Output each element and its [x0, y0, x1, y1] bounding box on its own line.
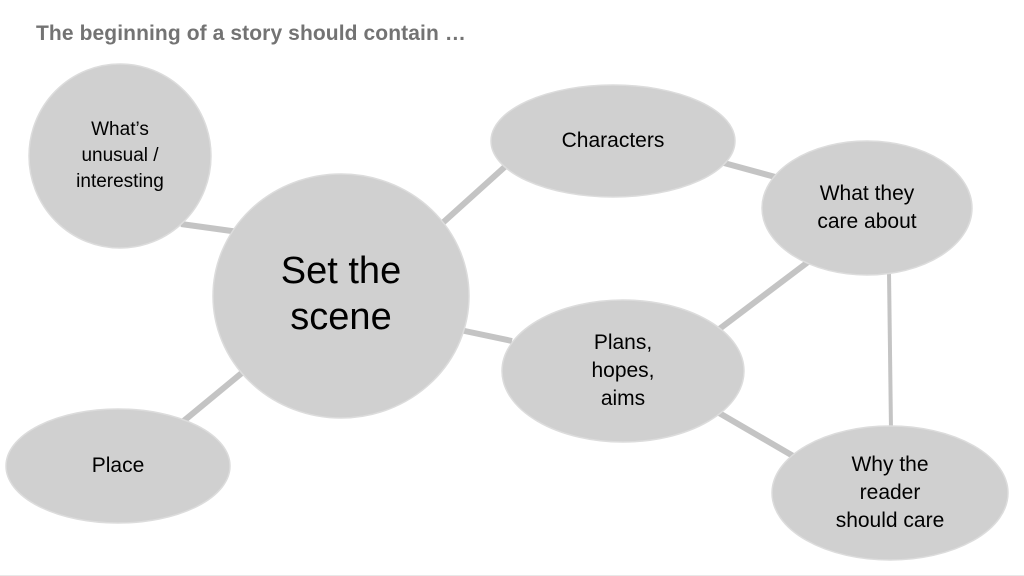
- node-plans-hopes-aims[interactable]: Plans,hopes,aims: [501, 299, 745, 443]
- node-shape-plans-hopes-aims: [501, 299, 745, 443]
- node-shape-unusual: [28, 63, 212, 249]
- node-shape-why-the-reader-should-care: [771, 425, 1009, 561]
- edge-plans-care: [716, 256, 814, 333]
- node-label-place: Place: [92, 454, 145, 477]
- node-shape-characters: [490, 84, 736, 198]
- node-label-characters: Characters: [562, 129, 665, 152]
- edge-place-scene: [178, 369, 245, 427]
- node-characters[interactable]: Characters: [490, 84, 736, 198]
- edge-scene-characters: [434, 161, 511, 231]
- page-title: The beginning of a story should contain …: [36, 22, 466, 45]
- edge-care-whyreader: [887, 271, 893, 431]
- edge-plans-whyreader: [712, 407, 802, 463]
- edges-layer: [178, 160, 893, 463]
- node-shape-what-they-care-about: [761, 140, 973, 276]
- node-shape-set-the-scene: [212, 173, 470, 419]
- node-label-plans-hopes-aims: Plans,hopes,aims: [591, 331, 654, 410]
- node-shape-place: [5, 408, 231, 524]
- edge-scene-plans: [459, 327, 513, 344]
- node-place[interactable]: Place: [5, 408, 231, 524]
